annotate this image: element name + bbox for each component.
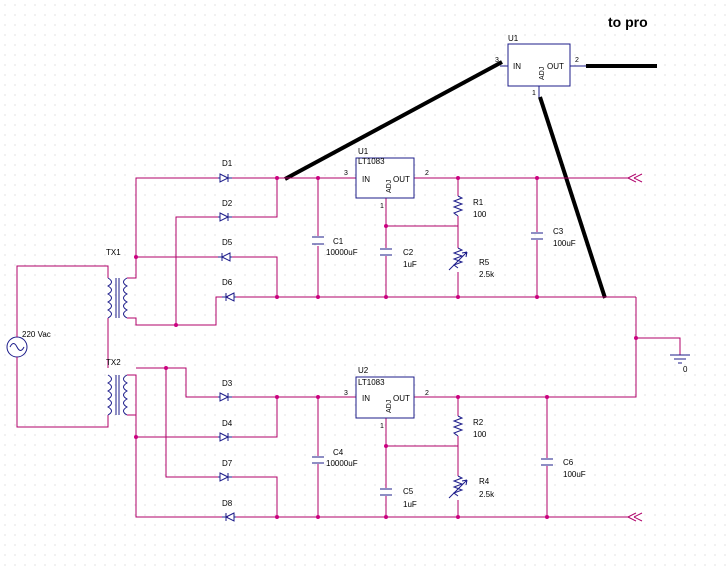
transformer-tx1[interactable]: TX1 xyxy=(106,248,129,319)
transformer-tx1-label: TX1 xyxy=(106,248,121,257)
ac-source-label: 220 Vac xyxy=(22,330,51,339)
regulator-u1-adj-label: ADJ xyxy=(386,180,393,193)
diode-d4[interactable]: D4 xyxy=(218,419,233,442)
regulator-u2-pin-out: 2 xyxy=(425,390,429,397)
regulator-top[interactable]: U1 IN OUT ADJ 3 2 1 xyxy=(495,34,586,98)
regulator-top-pin-adj: 1 xyxy=(532,90,536,97)
capacitor-c5-ref: C5 xyxy=(403,487,414,496)
regulator-top-ref: U1 xyxy=(508,34,519,43)
junction-dots xyxy=(134,176,638,519)
resistor-r1-value: 100 xyxy=(473,210,487,219)
regulator-top-pin-in: 3 xyxy=(495,57,499,64)
regulator-u2[interactable]: U2 LT1083 IN OUT ADJ 3 2 1 xyxy=(344,366,429,430)
resistor-r1-ref: R1 xyxy=(473,198,484,207)
regulator-top-adj-label: ADJ xyxy=(539,67,546,80)
capacitor-c6[interactable]: C6 100uF xyxy=(541,458,586,479)
regulator-u1-pin-out: 2 xyxy=(425,170,429,177)
diode-d8[interactable]: D8 xyxy=(222,499,236,522)
resistor-r5-ref: R5 xyxy=(479,258,490,267)
resistor-r2-ref: R2 xyxy=(473,418,484,427)
regulator-u1-pin-adj: 1 xyxy=(380,203,384,210)
thick-annotation-lines xyxy=(284,60,657,299)
capacitor-c3-ref: C3 xyxy=(553,227,564,236)
capacitor-c6-ref: C6 xyxy=(563,458,574,467)
bottom-rectifier-wiring xyxy=(127,297,681,522)
capacitor-c2-value: 1uF xyxy=(403,260,417,269)
regulator-u2-adj-label: ADJ xyxy=(386,400,393,413)
regulator-u2-pin-in: 3 xyxy=(344,390,348,397)
diode-d6-label: D6 xyxy=(222,278,233,287)
diode-d4-label: D4 xyxy=(222,419,233,428)
top-rectifier-wiring xyxy=(127,173,643,326)
resistor-r1[interactable]: R1 100 xyxy=(452,195,487,219)
capacitor-c6-value: 100uF xyxy=(563,470,586,479)
capacitor-c3[interactable]: C3 100uF xyxy=(531,227,576,248)
diode-d2-label: D2 xyxy=(222,199,233,208)
diode-d8-label: D8 xyxy=(222,499,233,508)
diode-d2[interactable]: D2 xyxy=(218,199,233,222)
regulator-u1-part: LT1083 xyxy=(358,157,385,166)
regulator-u1-out-label: OUT xyxy=(393,175,410,184)
resistor-r2[interactable]: R2 100 xyxy=(452,415,487,439)
regulator-u2-pin-adj: 1 xyxy=(380,423,384,430)
capacitor-c4-ref: C4 xyxy=(333,448,344,457)
diode-d5[interactable]: D5 xyxy=(218,238,233,262)
resistor-r2-value: 100 xyxy=(473,430,487,439)
regulator-u1-in-label: IN xyxy=(362,175,370,184)
capacitor-c4-value: 10000uF xyxy=(326,459,358,468)
resistor-r5-value: 2.5k xyxy=(479,270,495,279)
regulator-top-pin-out: 2 xyxy=(575,57,579,64)
diode-d1-label: D1 xyxy=(222,159,233,168)
regulator-u1-pin-in: 3 xyxy=(344,170,348,177)
ground-symbol: 0 xyxy=(670,354,690,374)
resistor-r4[interactable]: R4 2.5k xyxy=(448,475,495,499)
regulator-top-in-label: IN xyxy=(513,62,521,71)
regulator-u1-ref: U1 xyxy=(358,147,369,156)
diode-d7-label: D7 xyxy=(222,459,233,468)
capacitor-c1[interactable]: C1 10000uF xyxy=(312,236,358,257)
resistor-r5[interactable]: R5 2.5k xyxy=(448,247,495,279)
capacitor-c5-value: 1uF xyxy=(403,500,417,509)
regulator-u2-part: LT1083 xyxy=(358,378,385,387)
capacitor-c3-value: 100uF xyxy=(553,239,576,248)
capacitor-c4[interactable]: C4 10000uF xyxy=(312,448,358,468)
primary-wiring xyxy=(16,265,109,428)
diode-d6[interactable]: D6 xyxy=(222,278,236,302)
resistor-r4-value: 2.5k xyxy=(479,490,495,499)
transformer-tx2[interactable]: TX2 xyxy=(106,358,129,416)
regulator-u2-in-label: IN xyxy=(362,394,370,403)
regulator-u2-out-label: OUT xyxy=(393,394,410,403)
annotation-to-pro: to pro xyxy=(608,14,648,30)
diode-d3-label: D3 xyxy=(222,379,233,388)
capacitor-c5[interactable]: C5 1uF xyxy=(380,487,417,509)
regulator-top-out-label: OUT xyxy=(547,62,564,71)
diode-d5-label: D5 xyxy=(222,238,233,247)
capacitor-c2-ref: C2 xyxy=(403,248,414,257)
diode-d7[interactable]: D7 xyxy=(218,459,233,482)
capacitor-c1-ref: C1 xyxy=(333,237,344,246)
diode-d3[interactable]: D3 xyxy=(218,379,233,402)
resistor-r4-ref: R4 xyxy=(479,477,490,486)
ground-label: 0 xyxy=(683,365,688,374)
regulator-u2-ref: U2 xyxy=(358,366,369,375)
capacitor-c2[interactable]: C2 1uF xyxy=(380,248,417,269)
transformer-tx2-label: TX2 xyxy=(106,358,121,367)
regulator-u1[interactable]: U1 LT1083 IN OUT ADJ 3 2 1 xyxy=(344,147,429,210)
diode-d1[interactable]: D1 xyxy=(218,159,233,183)
capacitor-c1-value: 10000uF xyxy=(326,248,358,257)
